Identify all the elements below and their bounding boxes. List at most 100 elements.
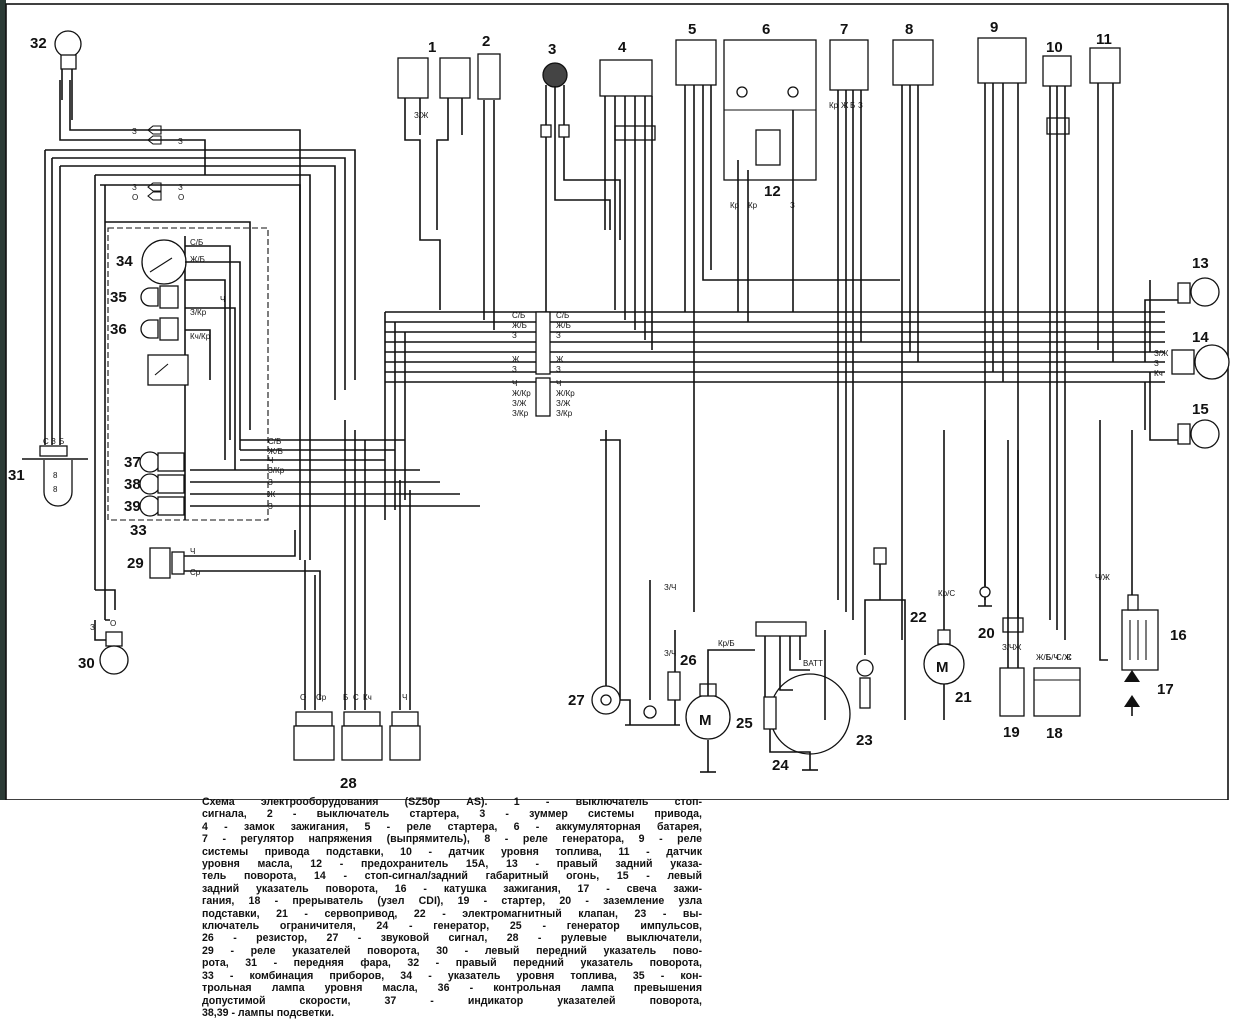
- caption-line: 26 - резистор, 27 - звуковой сигнал, 28 …: [202, 932, 702, 945]
- label-23: 23: [856, 732, 873, 749]
- wire-label: Б: [850, 101, 855, 110]
- figure-caption: Схема электрооборудования (SZ50р AS). 1 …: [202, 796, 702, 1019]
- main-connector: [535, 311, 551, 417]
- caption-line: трольная лампа уровня масла, 36 - контро…: [202, 982, 702, 995]
- label-36: 36: [110, 321, 127, 338]
- component-18-cdi: [1033, 667, 1081, 717]
- label-21: 21: [955, 689, 972, 706]
- wire-label: З: [132, 183, 137, 192]
- component-24-generator: [755, 621, 851, 771]
- svg-text:8: 8: [53, 471, 58, 480]
- wire-label: З: [268, 502, 273, 511]
- caption-line: гания, 18 - прерыватель (узел CDI), 19 -…: [202, 895, 702, 908]
- component-10-fuel-sensor: [1042, 55, 1072, 640]
- label-15: 15: [1192, 401, 1209, 418]
- wire-label: О: [300, 693, 306, 702]
- connector-right-label: Ж: [556, 355, 564, 364]
- component-25-pulse-generator: [685, 649, 755, 773]
- wire-label: Ср: [316, 693, 327, 702]
- wire-label: О: [132, 193, 138, 202]
- wire-label: С: [353, 693, 359, 702]
- label-25: 25: [736, 715, 753, 732]
- label-12: 12: [764, 183, 781, 200]
- label-1: 1: [428, 39, 436, 56]
- wire-label: З: [178, 137, 183, 146]
- wire-label: З/Кр: [190, 308, 207, 317]
- label-8: 8: [905, 21, 913, 38]
- label-24: 24: [772, 757, 789, 774]
- caption-line: 7 - регулятор напряжения (выпрямитель), …: [202, 833, 702, 846]
- label-29: 29: [127, 555, 144, 572]
- label-16: 16: [1170, 627, 1187, 644]
- component-1-brake-switches: [397, 57, 471, 310]
- wire-label: Ч: [268, 456, 273, 465]
- connector-left-label: З/Кр: [512, 409, 529, 418]
- motor-label-m: M: [699, 712, 712, 729]
- wire-label: Ж: [268, 490, 276, 499]
- wire-label: О: [178, 193, 184, 202]
- component-5-starter-relay: [675, 39, 900, 612]
- caption-line: ключатель ограничителя, 24 - генератор, …: [202, 920, 702, 933]
- wire-label: Ж: [1014, 643, 1022, 652]
- component-11-oil-sensor: [1089, 47, 1121, 362]
- wire-label: Кр: [829, 101, 839, 110]
- label-9: 9: [990, 19, 998, 36]
- batt-label: BATT: [803, 659, 823, 668]
- caption-line: 33 - комбинация приборов, 34 - указатель…: [202, 969, 702, 982]
- label-28: 28: [340, 775, 357, 792]
- wire-label: Ж/Б: [268, 447, 283, 456]
- label-32: 32: [30, 35, 47, 52]
- wire-label: Ч: [402, 693, 407, 702]
- wire-label: С: [1066, 653, 1072, 662]
- connector-right-label: З/Ж: [556, 399, 571, 408]
- label-31: 31: [8, 467, 25, 484]
- caption-line: тель поворота, 14 - стоп-сигнал/задний г…: [202, 870, 702, 883]
- component-32-right-front-turn-lamp: [54, 30, 82, 120]
- component-7-voltage-regulator: [829, 39, 869, 620]
- wire-label: З/Ч: [664, 583, 676, 592]
- label-17: 17: [1157, 681, 1174, 698]
- diagram-frame: [5, 3, 1229, 800]
- wire-label: Кч: [1154, 369, 1163, 378]
- component-30-left-front-turn-lamp: [94, 620, 129, 675]
- wiring-diagram: З З З З О О 32 8 8 С З Б 31: [5, 3, 1230, 800]
- label-4: 4: [618, 39, 627, 56]
- connector-left-label: Ч: [512, 379, 517, 388]
- rear-lamps: [1144, 277, 1230, 449]
- connector-right-label: З: [556, 331, 561, 340]
- component-19-starter: [999, 440, 1025, 717]
- scan-edge: [0, 0, 6, 800]
- connector-right-label: Ж/Б: [556, 321, 571, 330]
- component-2-starter-switch: [477, 53, 501, 330]
- component-21-servo: [923, 430, 965, 720]
- front-bundle: [44, 80, 356, 621]
- wire-label: З/Ч: [664, 649, 676, 658]
- label-13: 13: [1192, 255, 1209, 272]
- connector-left-label: С/Б: [512, 311, 525, 320]
- label-3: 3: [548, 41, 556, 58]
- label-14: 14: [1192, 329, 1209, 346]
- caption-line: уровня масла, 12 - предохранитель 15А, 1…: [202, 858, 702, 871]
- label-30: 30: [78, 655, 95, 672]
- wire-label: Ч/Ж: [1095, 573, 1111, 582]
- component-29-turn-relay: [149, 530, 321, 700]
- connector-right-label: Ж/Кр: [556, 389, 575, 398]
- wire-label: Ж: [841, 101, 849, 110]
- wire-label: Кч/Кр: [190, 332, 211, 341]
- component-9-stand-relay: [977, 37, 1027, 620]
- wire-label: З/Ж: [414, 111, 429, 120]
- wire-label: Б: [59, 437, 64, 446]
- caption-line: сигнала, 2 - выключатель стартера, 3 - з…: [202, 808, 702, 821]
- connector-left-label: З: [512, 365, 517, 374]
- wire-label: З/Кр: [268, 466, 285, 475]
- wire-label: З/Ж: [1154, 349, 1169, 358]
- wire-label: З: [268, 478, 273, 487]
- label-39: 39: [124, 498, 141, 515]
- label-7: 7: [840, 21, 848, 38]
- wire-label: Кч: [363, 693, 372, 702]
- wire-label: З/Ч: [1002, 643, 1014, 652]
- caption-line: 29 - реле указателей поворота, 30 - левы…: [202, 944, 702, 957]
- wire-label: З: [790, 201, 795, 210]
- wire-label: З: [132, 127, 137, 136]
- label-6: 6: [762, 21, 770, 38]
